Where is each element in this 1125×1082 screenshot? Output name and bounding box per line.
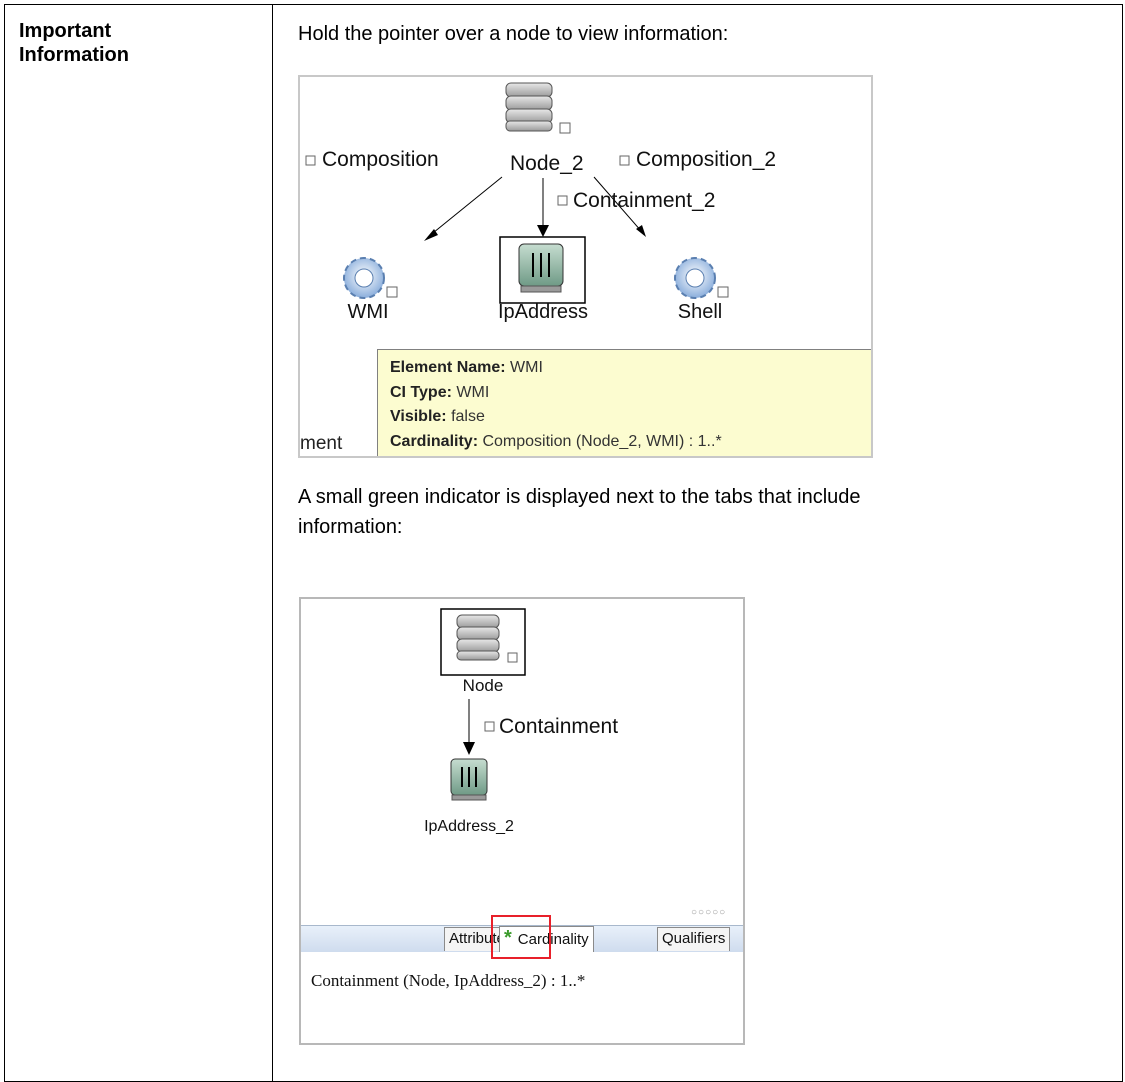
tooltip-key-cardinality: Cardinality: bbox=[390, 432, 479, 450]
info-table: Important Information Hold the pointer o… bbox=[4, 4, 1123, 1082]
screenshot-tooltip: Composition Node_2 Composition_2 Contain… bbox=[298, 75, 873, 458]
ipaddress-icon-2 bbox=[450, 758, 488, 801]
ipaddress-icon bbox=[499, 236, 586, 304]
tooltip-value-cardinality: Composition (Node_2, WMI) : 1..* bbox=[482, 432, 722, 450]
label-line-1: Important bbox=[19, 20, 112, 42]
shell-gear-icon bbox=[674, 257, 729, 299]
node-2-label: Node_2 bbox=[510, 152, 584, 175]
left-composition-label: Composition bbox=[322, 148, 439, 171]
screenshot-tabs: Node Containment IpAddress_2 ○○○○○ bbox=[299, 597, 745, 1045]
shell-label: Shell bbox=[678, 301, 722, 323]
containment-2-label: Containment_2 bbox=[573, 189, 715, 212]
wmi-label: WMI bbox=[347, 301, 388, 323]
green-indicator-icon: * bbox=[504, 927, 512, 949]
tooltip-value-ci-type: WMI bbox=[456, 383, 490, 401]
wmi-gear-icon bbox=[343, 257, 398, 299]
truncated-side-text: ment bbox=[300, 433, 343, 454]
paragraph-indicator-line-1: A small green indicator is displayed nex… bbox=[298, 486, 861, 508]
graph-diagram-2: Node Containment IpAddress_2 bbox=[424, 608, 618, 835]
cardinality-panel-text: Containment (Node, IpAddress_2) : 1..* bbox=[311, 971, 586, 990]
tab-cardinality[interactable]: * Cardinality bbox=[499, 926, 594, 952]
node-server-icon bbox=[505, 82, 571, 134]
node-tooltip: Element Name: WMI CI Type: WMI Visible: … bbox=[377, 349, 871, 456]
splitter-grip[interactable]: ○○○○○ bbox=[691, 907, 727, 918]
node-server-icon-2 bbox=[456, 614, 518, 663]
tooltip-key-ci-type: CI Type: bbox=[390, 383, 452, 401]
composition-2-label: Composition_2 bbox=[636, 148, 776, 171]
paragraph-indicator-line-2: information: bbox=[298, 516, 403, 538]
tooltip-key-visible: Visible: bbox=[390, 408, 447, 425]
paragraph-hover-info: Hold the pointer over a node to view inf… bbox=[298, 23, 729, 45]
tab-qualifiers[interactable]: Qualifiers bbox=[657, 927, 731, 951]
red-highlight-box bbox=[491, 915, 551, 959]
ipaddress-2-label: IpAddress_2 bbox=[424, 818, 514, 835]
label-cell: Important Information bbox=[4, 4, 273, 1082]
tooltip-value-visible: false bbox=[451, 408, 485, 425]
label-line-2: Information bbox=[19, 44, 129, 66]
graph-diagram: Composition Node_2 Composition_2 Contain… bbox=[300, 82, 776, 454]
tooltip-value-element-name: WMI bbox=[510, 359, 543, 376]
tooltip-key-element-name: Element Name: bbox=[390, 359, 506, 376]
ipaddress-label: IpAddress bbox=[498, 301, 588, 323]
content-cell: Hold the pointer over a node to view inf… bbox=[272, 4, 1123, 1082]
containment-label: Containment bbox=[499, 715, 618, 738]
tab-cardinality-label: Cardinality bbox=[517, 931, 589, 948]
node-label: Node bbox=[463, 676, 504, 695]
